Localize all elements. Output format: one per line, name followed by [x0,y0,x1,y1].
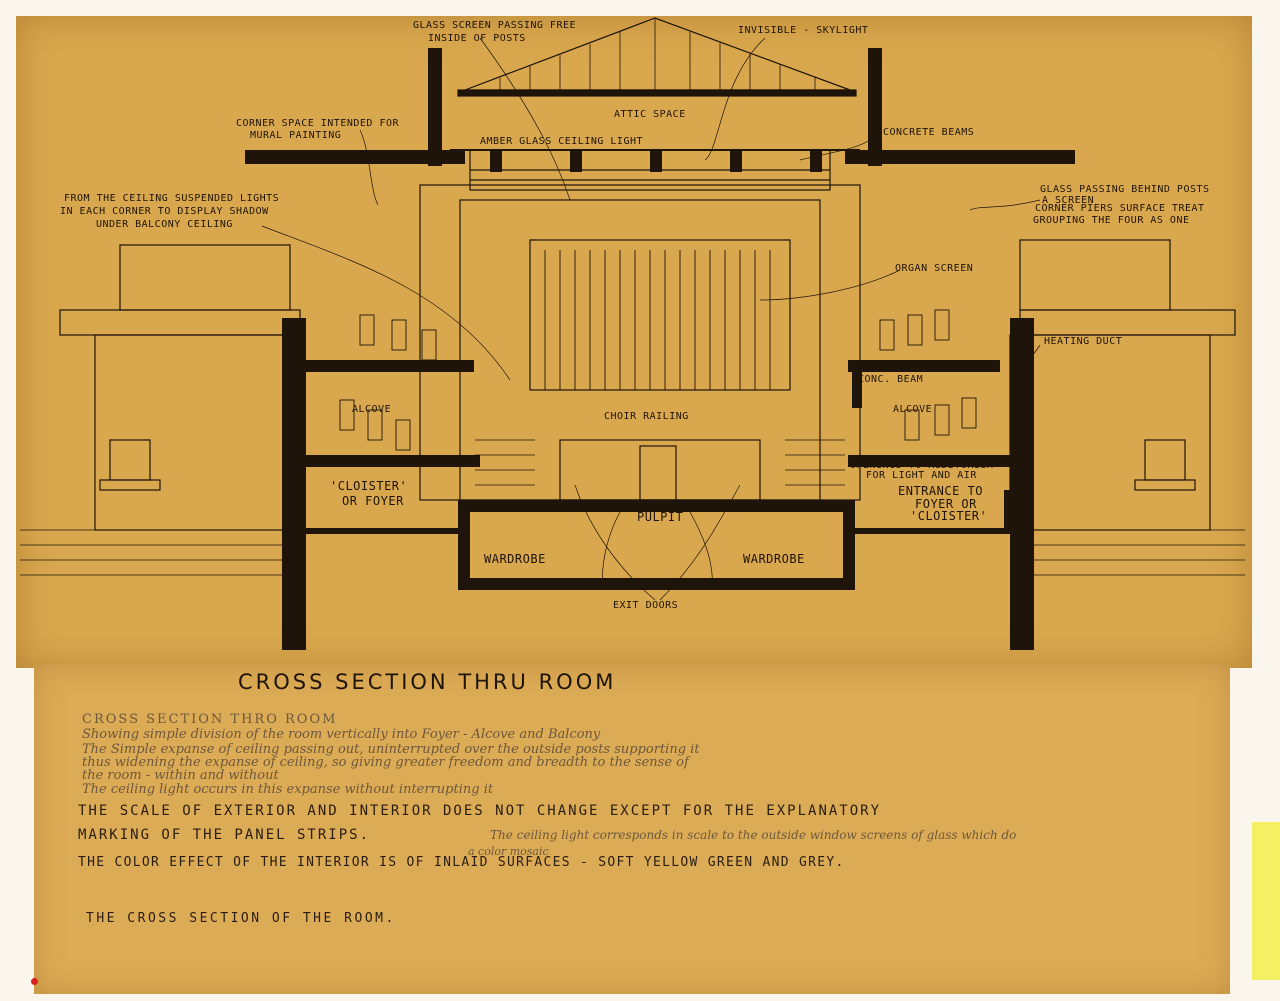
label-openings: OPENINGS TO AUDITORIUM [850,460,994,471]
pulpit-box [559,439,761,501]
organ-screen [529,239,791,391]
label-ceiling-lights-3: UNDER BALCONY CEILING [96,219,233,230]
pencil-note: thus widening the expanse of ceiling, so… [82,755,689,770]
pencil-note: the room - within and without [82,768,279,783]
sticky-note [1252,822,1280,980]
pencil-note: The ceiling light corresponds in scale t… [490,828,1017,842]
label-ceiling-lights-1: FROM THE CEILING SUSPENDED LIGHTS [64,193,280,204]
label-choir-railing: CHOIR RAILING [604,411,689,422]
label-wardrobe-right: WARDROBE [743,552,805,566]
label-skylight: INVISIBLE - SKYLIGHT [738,25,869,36]
label-glass-screen: GLASS SCREEN PASSING FREE [413,20,577,31]
label-alcove-left: ALCOVE [352,404,392,415]
planter-right [1144,439,1186,481]
label-pulpit: PULPIT [637,510,684,524]
alcove-seats [339,309,977,451]
roof-ribs [499,18,816,90]
label-corner-space: CORNER SPACE INTENDED FOR [236,118,400,129]
label-heating-duct: HEATING DUCT [1044,336,1123,347]
label-glass-passing-2: A SCREEN [1042,195,1095,206]
label-organ-screen: ORGAN SCREEN [895,263,974,274]
label-alcove-right: ALCOVE [893,404,933,415]
label-attic: ATTIC SPACE [614,109,686,120]
ink-note: MARKING OF THE PANEL STRIPS. [78,827,371,843]
label-openings-2: FOR LIGHT AND AIR [866,470,977,481]
page-title: CROSS SECTION THRU ROOM [238,670,617,694]
label-glass-screen-2: INSIDE OF POSTS [428,33,526,44]
label-concrete-beams: CONCRETE BEAMS [883,127,975,138]
pencil-note: The ceiling light occurs in this expanse… [82,782,494,797]
label-wardrobe-left: WARDROBE [484,552,546,566]
label-conc-beam: CONC. BEAM [858,374,924,385]
label-exit-doors: EXIT DOORS [613,600,679,611]
label-corner-space-2: MURAL PAINTING [250,130,342,141]
pencil-note: CROSS SECTION THRO ROOM [82,712,338,727]
drawing-sheet [16,16,1252,668]
pencil-note: The Simple expanse of ceiling passing ou… [82,742,700,757]
label-entrance-3: 'CLOISTER' [910,509,988,523]
planter-left [109,439,151,481]
label-entrance: ENTRANCE TO [898,484,983,498]
ink-note: THE SCALE OF EXTERIOR AND INTERIOR DOES … [78,803,882,819]
stairs [475,439,845,486]
label-corner-piers-2: GROUPING THE FOUR AS ONE [1033,215,1190,226]
notes-sheet [34,664,1230,994]
label-cloister-left: 'CLOISTER' [330,479,408,493]
organ-pipes [544,250,771,390]
label-amber-glass: AMBER GLASS CEILING LIGHT [480,136,644,147]
label-glass-passing: GLASS PASSING BEHIND POSTS [1040,184,1210,195]
cross-section-drawing [20,17,1245,650]
label-entrance-2: FOYER OR [915,497,977,511]
pin-marker [31,978,38,985]
ink-note: THE COLOR EFFECT OF THE INTERIOR IS OF I… [78,855,845,870]
solid-walls [245,48,1075,650]
label-corner-piers: CORNER PIERS SURFACE TREAT [1035,203,1205,214]
label-cloister-left-2: OR FOYER [342,494,404,508]
label-ceiling-lights-2: IN EACH CORNER TO DISPLAY SHADOW [60,206,269,217]
pencil-note: Showing simple division of the room vert… [82,727,601,742]
ink-note: THE CROSS SECTION OF THE ROOM. [86,911,396,926]
pencil-note: a color mosaic [468,845,549,858]
